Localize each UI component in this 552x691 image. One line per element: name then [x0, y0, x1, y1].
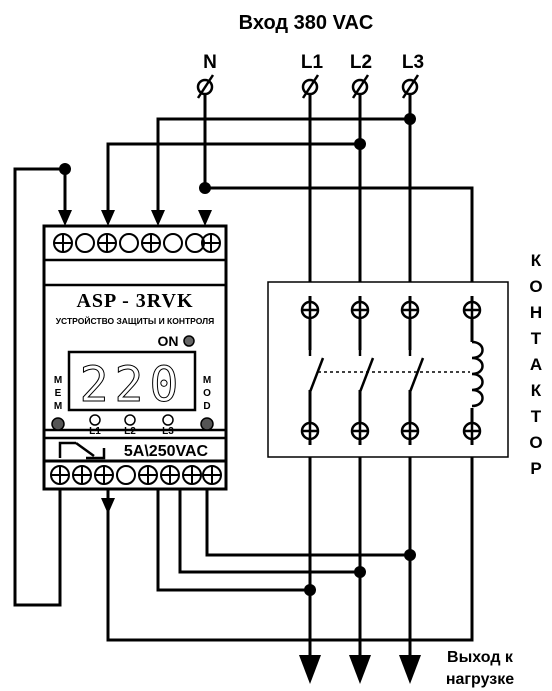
contactor-letter: Н [530, 303, 542, 322]
led-l3 [162, 414, 174, 426]
contactor-letter: О [529, 433, 542, 452]
led-label-l3: L3 [162, 426, 174, 437]
wires [13, 94, 474, 660]
output-label-line1: Выход к [447, 649, 514, 666]
input-label-n: N [203, 52, 217, 73]
contactor-label: К О Н Т А К Т О Р [529, 251, 542, 478]
device-top-terminals [53, 233, 221, 253]
display-value: 220 [80, 357, 185, 413]
input-label-l3: L3 [402, 52, 424, 73]
mod-button[interactable] [200, 417, 214, 431]
input-label-l1: L1 [301, 52, 324, 73]
mem-letter-3: M [54, 401, 62, 412]
on-led [183, 335, 195, 347]
device-bottom-terminals [50, 465, 222, 485]
input-title: Вход 380 VAC [239, 12, 374, 34]
contactor-letter: Р [530, 459, 541, 478]
contactor-letter: А [530, 355, 542, 374]
led-label-l1: L1 [89, 426, 101, 437]
relay-rating: 5A\250VAC [124, 443, 209, 460]
mem-letter-1: M [54, 375, 62, 386]
contactor [267, 281, 509, 458]
coil-icon [471, 340, 484, 408]
protection-device: ASP - 3RVK УСТРОЙСТВО ЗАЩИТЫ И КОНТРОЛЯ … [42, 224, 228, 491]
mem-button[interactable] [51, 417, 65, 431]
mem-letter-2: E [55, 388, 62, 399]
output-label-line2: нагрузке [446, 671, 514, 688]
mod-letter-3: D [203, 401, 210, 412]
mod-letter-1: M [203, 375, 211, 386]
led-label-l2: L2 [124, 426, 136, 437]
led-l2 [124, 414, 136, 426]
junction-dots [59, 113, 416, 596]
mod-letter-2: O [203, 388, 211, 399]
contactor-letter: К [531, 251, 542, 270]
device-subtitle: УСТРОЙСТВО ЗАЩИТЫ И КОНТРОЛЯ [56, 315, 214, 326]
contactor-letter: О [529, 277, 542, 296]
contactor-letter: К [531, 381, 542, 400]
device-model: ASP - 3RVK [76, 290, 193, 312]
contactor-letter: Т [531, 329, 542, 348]
input-label-l2: L2 [350, 52, 372, 73]
contactor-switches [308, 350, 425, 396]
on-label: ON [158, 333, 179, 349]
contactor-letter: Т [531, 407, 542, 426]
display-frame [67, 350, 197, 412]
relay-contact-icon [58, 441, 106, 460]
led-l1 [89, 414, 101, 426]
